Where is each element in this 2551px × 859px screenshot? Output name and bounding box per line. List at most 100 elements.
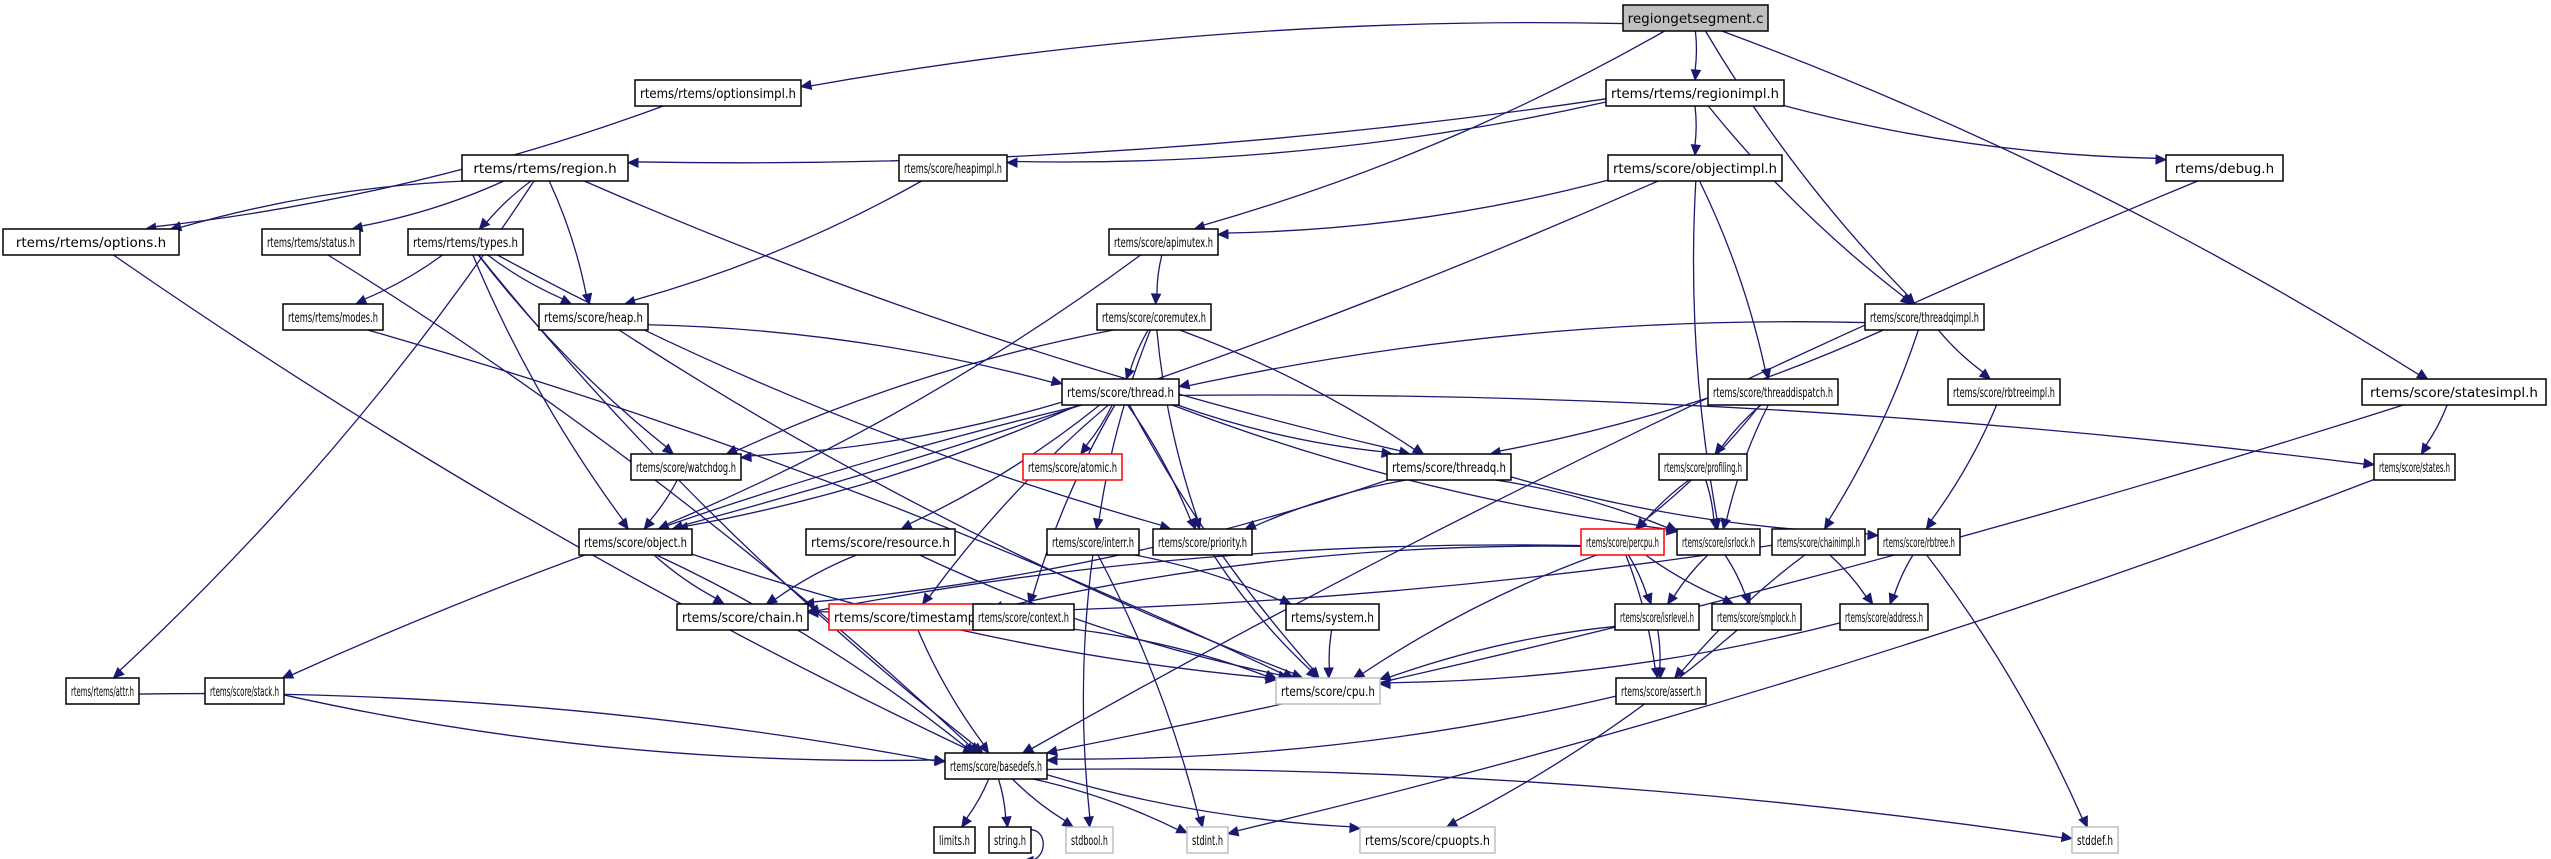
node-heap[interactable]: rtems/score/heap.h xyxy=(538,303,649,331)
node-attr[interactable]: rtems/rtems/attr.h xyxy=(65,677,140,705)
node-debug[interactable]: rtems/debug.h xyxy=(2165,154,2284,182)
node-stack[interactable]: rtems/score/stack.h xyxy=(204,677,285,705)
edge-basedefs-to-cpuopts xyxy=(1046,774,1362,834)
node-assert[interactable]: rtems/score/assert.h xyxy=(1615,677,1707,705)
edge-line xyxy=(1016,101,1607,163)
node-atomic[interactable]: rtems/score/atomic.h xyxy=(1022,453,1123,481)
node-box xyxy=(805,528,956,556)
node-cpuopts: rtems/score/cpuopts.h xyxy=(1359,826,1496,854)
node-context[interactable]: rtems/score/context.h xyxy=(972,603,1075,631)
node-label: rtems/rtems/region.h xyxy=(473,161,616,177)
edge-threadq-to-isrlock xyxy=(1495,479,1679,532)
edge-line xyxy=(1893,554,1914,596)
node-system[interactable]: rtems/system.h xyxy=(1285,603,1380,631)
node-types[interactable]: rtems/rtems/types.h xyxy=(407,228,524,256)
edge-arrowhead xyxy=(1305,666,1318,679)
node-apimutex[interactable]: rtems/score/apimutex.h xyxy=(1108,228,1219,256)
node-statesimpl[interactable]: rtems/score/statesimpl.h xyxy=(2361,378,2547,406)
node-label: stdint.h xyxy=(1192,833,1223,849)
node-timestamp[interactable]: rtems/score/timestamp.h xyxy=(828,603,993,631)
node-objectimpl[interactable]: rtems/score/objectimpl.h xyxy=(1607,154,1783,182)
node-string[interactable]: string.h xyxy=(988,826,1032,854)
edge-line xyxy=(1085,404,1113,446)
node-options[interactable]: rtems/rtems/options.h xyxy=(2,228,180,256)
edge-resource-to-chain xyxy=(765,554,857,605)
node-coremutex[interactable]: rtems/score/coremutex.h xyxy=(1096,303,1212,331)
node-interr[interactable]: rtems/score/interr.h xyxy=(1046,528,1140,556)
edge-region-to-options xyxy=(169,180,466,232)
edge-arrowhead xyxy=(802,597,815,609)
node-modes[interactable]: rtems/rtems/modes.h xyxy=(282,303,384,331)
edge-line xyxy=(1031,180,2199,750)
edge-line xyxy=(486,180,532,223)
edge-arrowhead xyxy=(1673,666,1686,679)
node-profiling[interactable]: rtems/score/profiling.h xyxy=(1658,453,1748,481)
node-percpu[interactable]: rtems/score/percpu.h xyxy=(1580,528,1665,556)
node-threadqimpl[interactable]: rtems/score/threadqimpl.h xyxy=(1864,303,1985,331)
node-status[interactable]: rtems/rtems/status.h xyxy=(261,228,361,256)
node-stdint: stdint.h xyxy=(1186,826,1229,854)
edge-coremutex-to-watchdog xyxy=(725,329,1114,455)
node-box xyxy=(1022,453,1123,481)
edge-basedefs-to-stdint xyxy=(1033,778,1189,834)
edge-line xyxy=(180,180,466,229)
edge-line xyxy=(917,629,985,745)
edge-arrowhead xyxy=(1862,592,1874,605)
node-basedefs[interactable]: rtems/score/basedefs.h xyxy=(944,752,1048,780)
node-resource[interactable]: rtems/score/resource.h xyxy=(805,528,956,556)
node-label: rtems/score/thread.h xyxy=(1067,385,1174,401)
edge-arrowhead xyxy=(1150,293,1162,306)
edge-object-to-chain xyxy=(653,554,726,605)
edge-line xyxy=(1073,628,1267,677)
edge-coremutex-to-threadq xyxy=(1179,329,1425,455)
node-threaddispatch[interactable]: rtems/score/threaddispatch.h xyxy=(1707,378,1839,406)
node-regionimpl[interactable]: rtems/rtems/regionimpl.h xyxy=(1605,79,1785,107)
node-address[interactable]: rtems/score/address.h xyxy=(1839,603,1929,631)
node-optionsimpl[interactable]: rtems/rtems/optionsimpl.h xyxy=(634,79,802,107)
node-label: rtems/score/rbtreeimpl.h xyxy=(1953,385,2055,401)
edge-arrowhead xyxy=(1378,670,1392,681)
node-box xyxy=(1615,677,1707,705)
edge-line xyxy=(1362,554,1598,675)
node-priority[interactable]: rtems/score/priority.h xyxy=(1152,528,1253,556)
node-label: rtems/score/heapimpl.h xyxy=(904,161,1002,177)
edge-arrowhead xyxy=(1061,816,1075,828)
node-limits[interactable]: limits.h xyxy=(933,826,976,854)
node-box xyxy=(1605,79,1785,107)
node-isrlevel[interactable]: rtems/score/isrlevel.h xyxy=(1614,603,1700,631)
edge-isrlock-to-isrlevel xyxy=(1666,554,1709,606)
edge-arrowhead xyxy=(1226,826,1240,837)
node-object[interactable]: rtems/score/object.h xyxy=(578,528,693,556)
node-box xyxy=(1046,528,1140,556)
node-rbtree[interactable]: rtems/score/rbtree.h xyxy=(1877,528,1961,556)
node-box xyxy=(1386,453,1512,481)
edge-basedefs-to-limits xyxy=(961,778,990,829)
edge-statesimpl-to-states xyxy=(2420,404,2448,456)
node-watchdog[interactable]: rtems/score/watchdog.h xyxy=(630,453,742,481)
node-region[interactable]: rtems/rtems/region.h xyxy=(461,154,629,182)
node-label: rtems/score/profiling.h xyxy=(1664,460,1742,476)
node-box xyxy=(1096,303,1212,331)
node-isrlock[interactable]: rtems/score/isrlock.h xyxy=(1676,528,1761,556)
node-states[interactable]: rtems/score/states.h xyxy=(2373,453,2456,481)
edge-threadq-to-chain xyxy=(802,479,1388,609)
node-chainimpl[interactable]: rtems/score/chainimpl.h xyxy=(1771,528,1866,556)
edge-isrlevel-to-assert xyxy=(1655,629,1666,680)
edge-line xyxy=(1627,554,1648,596)
node-heapimpl[interactable]: rtems/score/heapimpl.h xyxy=(898,154,1008,182)
edge-threadqimpl-to-rbtreeimpl xyxy=(1937,329,1992,380)
node-smplock[interactable]: rtems/score/smplock.h xyxy=(1711,603,1802,631)
edge-root-to-apimutex xyxy=(1193,30,1665,232)
node-box xyxy=(1108,228,1219,256)
node-rbtreeimpl[interactable]: rtems/score/rbtreeimpl.h xyxy=(1947,378,2061,406)
edge-arrowhead xyxy=(1177,379,1191,390)
edge-line xyxy=(686,404,1079,527)
edge-line xyxy=(1704,30,1909,297)
node-threadq[interactable]: rtems/score/threadq.h xyxy=(1386,453,1512,481)
node-thread[interactable]: rtems/score/thread.h xyxy=(1061,378,1180,406)
edge-region-to-threadq xyxy=(584,180,1411,457)
node-label: limits.h xyxy=(939,833,970,849)
node-chain[interactable]: rtems/score/chain.h xyxy=(676,603,809,631)
edge-line xyxy=(283,694,936,762)
